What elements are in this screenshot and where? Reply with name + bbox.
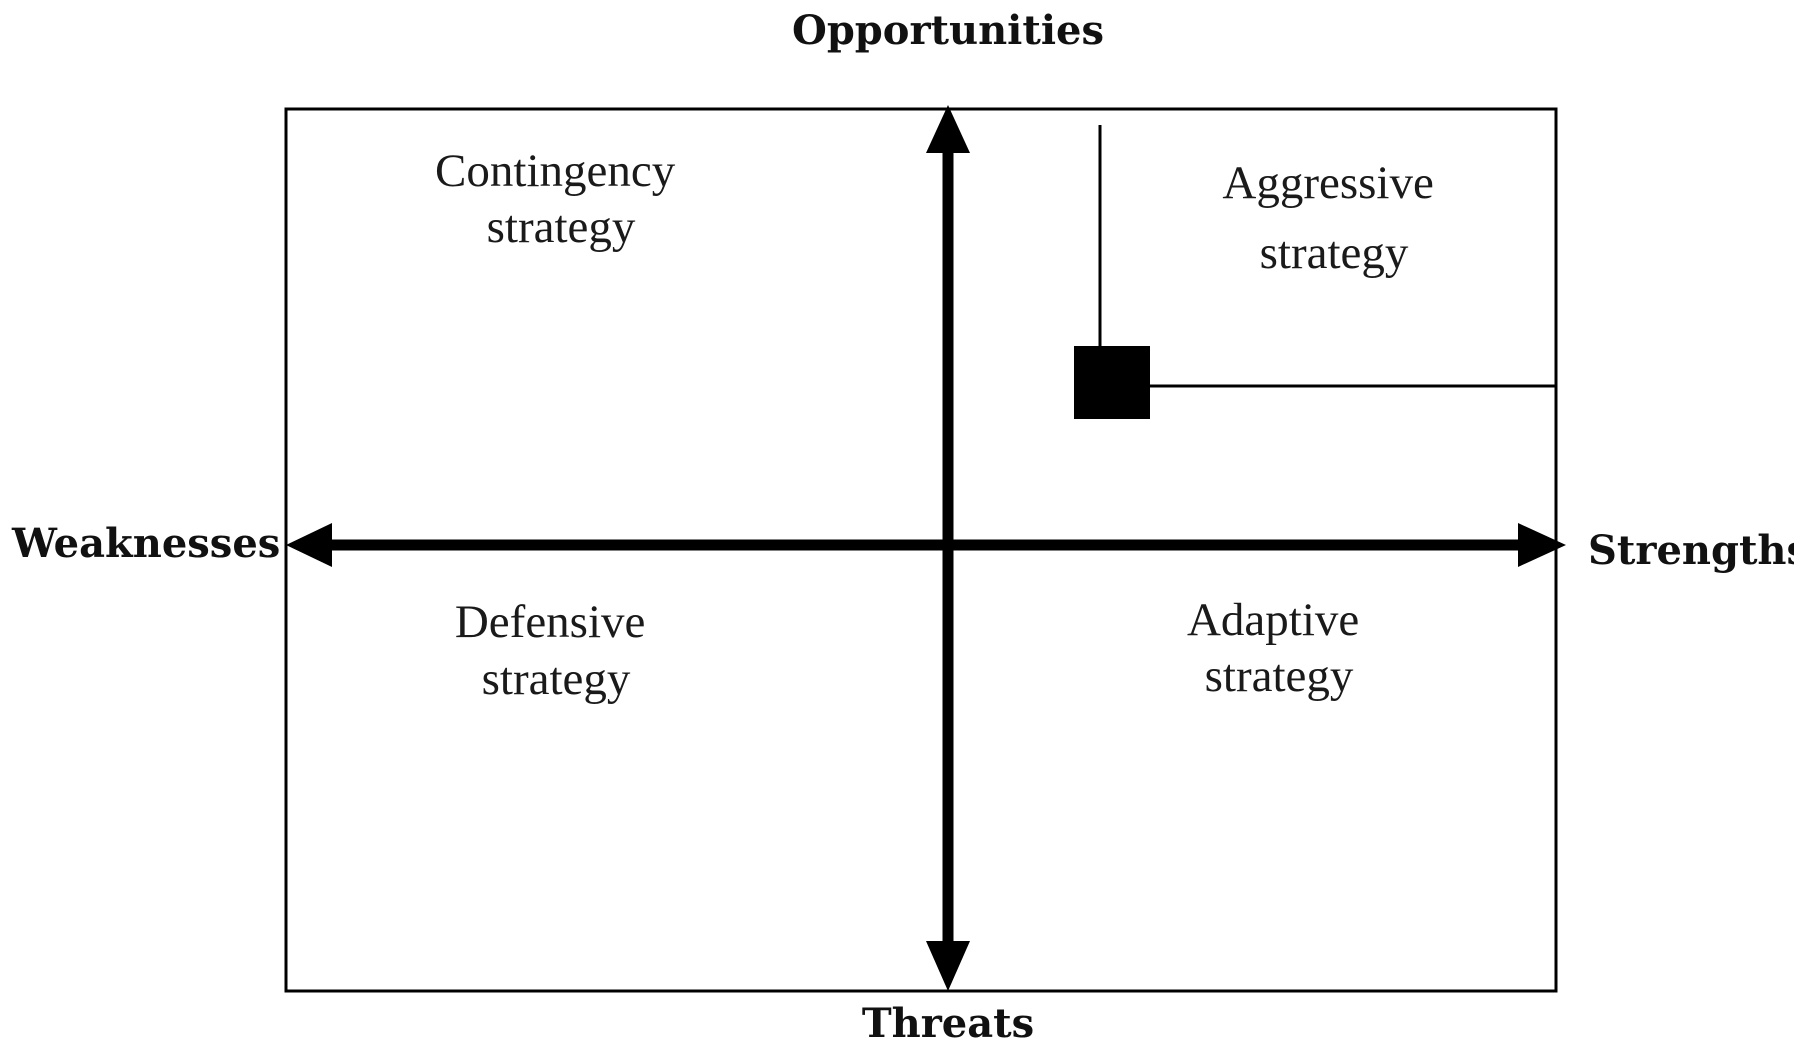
- axis-label-threats: Threats: [862, 1000, 1034, 1047]
- quadrant-top-right-label: Aggressive strategy: [1222, 157, 1445, 279]
- quadrant-bottom-right-line1: Adaptive: [1187, 594, 1359, 646]
- quadrant-bottom-right-label: Adaptive strategy: [1187, 594, 1371, 702]
- quadrant-top-left-line2: strategy: [487, 201, 636, 253]
- quadrant-top-left-label: Contingency strategy: [435, 145, 687, 253]
- axis-label-weaknesses: Weaknesses: [11, 520, 280, 567]
- right-arrowhead-icon: [1518, 523, 1566, 567]
- diagram-frame: [284, 107, 1558, 993]
- quadrant-top-right-line1: Aggressive: [1222, 157, 1433, 209]
- quadrant-top-right-line2: strategy: [1260, 227, 1409, 279]
- down-arrowhead-icon: [926, 941, 970, 991]
- quadrant-top-left-line1: Contingency: [435, 145, 676, 197]
- position-marker: [1074, 346, 1150, 419]
- quadrant-bottom-right-line2: strategy: [1205, 650, 1354, 702]
- up-arrowhead-icon: [926, 105, 970, 153]
- left-arrowhead-icon: [286, 523, 332, 567]
- axis-label-opportunities: Opportunities: [792, 7, 1104, 54]
- quadrant-bottom-left-label: Defensive strategy: [455, 596, 657, 705]
- quadrant-bottom-left-line1: Defensive: [455, 596, 646, 648]
- quadrant-bottom-left-line2: strategy: [482, 653, 631, 705]
- axis-label-strengths: Strengths: [1588, 527, 1794, 574]
